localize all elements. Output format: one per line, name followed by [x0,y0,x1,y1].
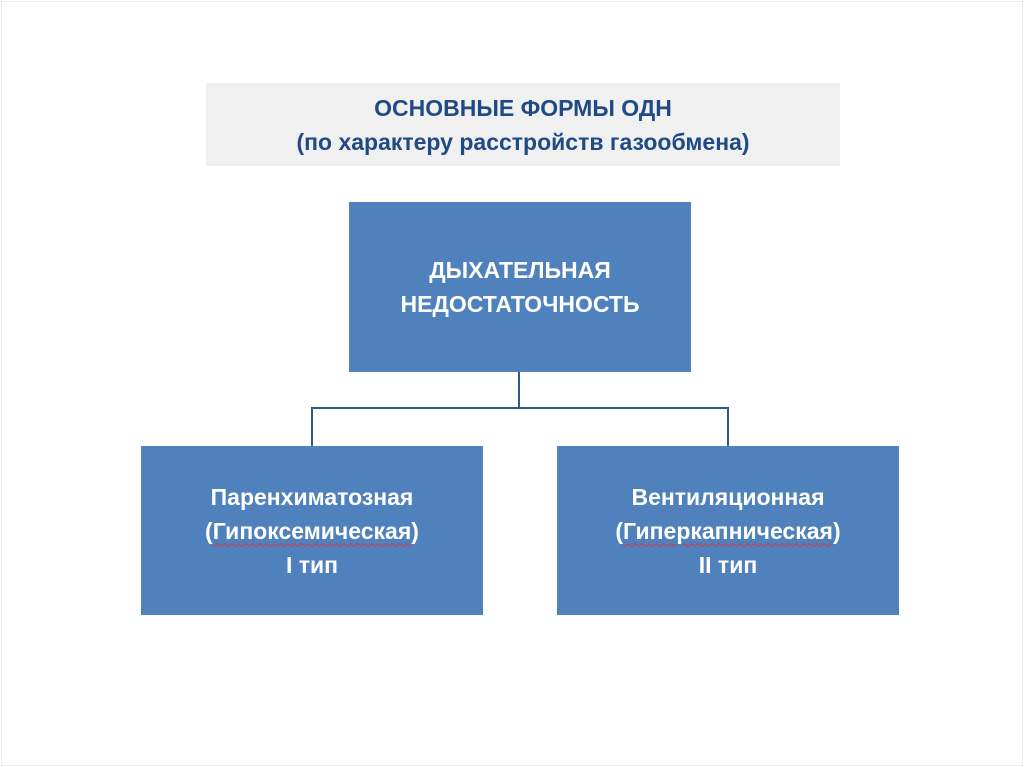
child-2-line-1: Вентиляционная [631,483,825,510]
child-1-line-1: Паренхиматозная [210,483,414,510]
child-2-subtitle: Гиперкапническая [623,517,833,544]
child-2-line-2: (Гиперкапническая) [615,514,840,548]
connector-trunk [518,372,520,409]
child-2-line-3: II тип [698,551,758,578]
child-1-line-3: I тип [285,551,339,578]
paren-close: ) [832,517,841,544]
root-node-respiratory-failure: ДЫХАТЕЛЬНАЯ НЕДОСТАТОЧНОСТЬ [349,202,691,372]
connector-horizontal [311,407,729,409]
root-line-2: НЕДОСТАТОЧНОСТЬ [400,291,640,317]
child-node-type-2: Вентиляционная (Гиперкапническая) II тип [557,446,899,615]
title-line-2: (по характеру расстройств газообмена) [296,128,750,155]
connector-left [311,407,313,446]
child-node-type-1: Паренхиматозная (Гипоксемическая) I тип [141,446,483,615]
paren-open: ( [615,517,624,544]
title-line-1: ОСНОВНЫЕ ФОРМЫ ОДН [374,94,672,121]
root-line-1: ДЫХАТЕЛЬНАЯ [429,257,611,283]
paren-close: ) [411,517,419,544]
connector-right [727,407,729,446]
child-1-subtitle: Гипоксемическая [212,517,412,544]
child-1-line-2: (Гипоксемическая) [205,514,419,548]
paren-open: ( [205,517,213,544]
slide-title: ОСНОВНЫЕ ФОРМЫ ОДН (по характеру расстро… [206,83,840,166]
